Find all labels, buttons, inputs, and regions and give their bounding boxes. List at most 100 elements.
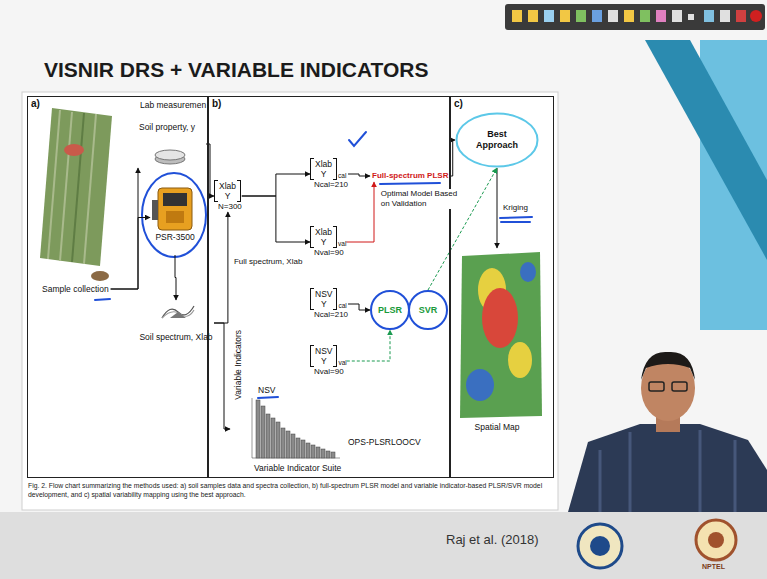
- pen-annotation: [380, 183, 440, 184]
- spatial-map-image: [466, 369, 494, 401]
- spatial-map: Spatial Map: [451, 248, 543, 438]
- presenter: [672, 382, 687, 391]
- bar-chart: [296, 438, 300, 458]
- matrix-entry: NSV: [315, 289, 332, 299]
- spatial-map-image: [482, 288, 518, 348]
- field-photo: [72, 113, 84, 262]
- pen-annotation: [500, 217, 532, 218]
- spatial-map-image: [520, 262, 536, 282]
- bar-chart: [316, 447, 320, 458]
- spectroradiometer: [163, 193, 187, 206]
- calibration-matrix: XlabYcalNcal=210: [310, 158, 348, 190]
- nptel-logo: [708, 532, 724, 548]
- calibration-matrix: NSVYcalNcal=210: [310, 288, 348, 320]
- bar-chart: [321, 449, 325, 458]
- pen-toolbar: [704, 10, 714, 22]
- soil-dish: [155, 150, 185, 160]
- panel: b)XlabYN=300XlabYcalNcal=210XlabYvalNval…: [208, 96, 450, 478]
- presenter: [600, 430, 735, 512]
- matrix-row: NSVYcal: [310, 288, 348, 310]
- panel-letter: c): [454, 98, 463, 109]
- data-matrix: XlabYN=300: [214, 180, 242, 212]
- connector-arrow: [348, 174, 370, 176]
- spatial-map-image: [460, 252, 542, 418]
- bar-chart: [281, 428, 285, 458]
- matrix-row: XlabYcal: [310, 158, 348, 180]
- text-holder: Variable Indicator Suite: [254, 463, 341, 473]
- side-decoration: [645, 40, 767, 260]
- pen-toolbar: [560, 10, 570, 22]
- matrix-row: XlabYval: [310, 226, 346, 248]
- figure-ground: [22, 92, 558, 510]
- axis-label: Variable Indicators: [233, 330, 243, 400]
- bottom-band: [0, 512, 767, 579]
- ellipse-outline: [457, 114, 538, 167]
- connector-arrow: [111, 168, 138, 289]
- panel-heading: Lab measuremen: [140, 100, 206, 110]
- pen-annotation: [95, 299, 110, 300]
- pen-toolbar: [736, 10, 746, 22]
- bar-chart: [261, 406, 265, 458]
- panel-letter: b): [212, 98, 221, 109]
- bar-chart: [266, 414, 270, 458]
- matrix-row: XlabY: [214, 180, 242, 202]
- presenter: [649, 382, 664, 391]
- panel-letter-holder: c): [454, 98, 463, 110]
- bar-chart: [331, 452, 335, 458]
- label-holder: NPTEL: [702, 563, 725, 571]
- spatial-map-image: [460, 252, 542, 418]
- pen-toolbar: [720, 10, 730, 22]
- bar-chart: [252, 398, 253, 458]
- pen-annotation: [142, 173, 206, 257]
- pen-toolbar: [608, 10, 618, 22]
- bar-chart: [276, 422, 280, 458]
- pen-toolbar: [528, 10, 538, 22]
- pen-toolbar: [640, 10, 650, 22]
- subscript-label: cal: [338, 172, 346, 180]
- spectrum-icon: [170, 312, 186, 318]
- pen-toolbar: [656, 10, 666, 22]
- node-text: Best Approach: [466, 129, 528, 151]
- text-holder: PSR-3500: [150, 232, 200, 242]
- matrix-bracket: NSVY: [310, 345, 337, 367]
- connector-arrow: [497, 168, 498, 248]
- sample-count: Ncal=210: [310, 180, 348, 190]
- field-photo: [40, 108, 112, 266]
- panel-letter-holder: a): [31, 98, 40, 110]
- subscript-label: val: [338, 240, 346, 248]
- edge-label-holder: Optimal Model Based on Validation: [380, 189, 466, 209]
- validation-matrix: XlabYvalNval=90: [310, 226, 346, 258]
- node-text: Sample collection: [42, 284, 109, 294]
- node-text: PLSR: [378, 305, 402, 315]
- connector-arrow: [175, 255, 176, 300]
- presenter: [568, 352, 767, 512]
- citation: Raj et al. (2018): [446, 532, 539, 547]
- pen-annotation: [258, 397, 278, 398]
- edge-label: Optimal Model Based on Validation: [381, 189, 457, 208]
- edge-label: Full spectrum, Xlab: [234, 257, 302, 266]
- bar-chart: [306, 443, 310, 458]
- label-holder: Lab measuremen: [140, 100, 206, 110]
- spectrum-icon: [162, 310, 194, 318]
- figure-caption: Fig. 2. Flow chart summarizing the metho…: [28, 482, 542, 498]
- presenter: [641, 352, 695, 380]
- bar-chart: [286, 431, 290, 458]
- nptel-logo: [696, 520, 736, 560]
- edge-label-holder: Kriging: [502, 203, 529, 213]
- pen-annotation: [349, 132, 366, 146]
- model-circle: PLSR: [370, 290, 410, 330]
- spectroradiometer: [158, 188, 192, 230]
- panel: a)Soil property, yPSR-3500Sample collect…: [27, 96, 208, 478]
- bar-chart: [326, 451, 330, 458]
- pen-toolbar: [688, 14, 694, 20]
- pen-toolbar: [544, 10, 554, 22]
- matrix-bracket: NSVY: [310, 288, 337, 310]
- pen-toolbar: [592, 10, 602, 22]
- node-text: Variable Indicator Suite: [254, 463, 341, 473]
- field-photo: [84, 114, 96, 264]
- side-decoration: [645, 40, 767, 330]
- matrix-entry: Y: [315, 356, 332, 366]
- node-text: OPS-PLSRLOOCV: [348, 437, 421, 447]
- matrix-entry: Y: [219, 191, 236, 201]
